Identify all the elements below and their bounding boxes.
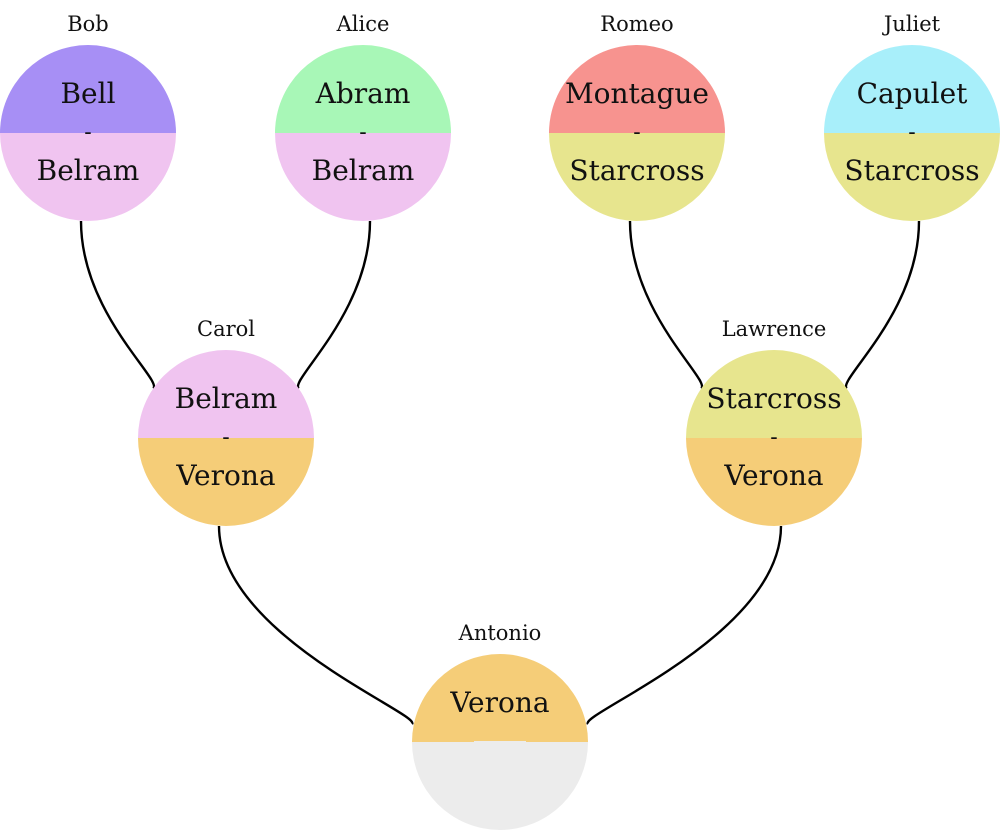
node-bob-bottom-half (0, 133, 176, 221)
node-alice-top-half (275, 45, 451, 133)
node-antonio-top-half (412, 654, 588, 742)
edge-bob-carol (79, 220, 156, 390)
node-carol-bottom-label: Verona (175, 459, 275, 492)
node-romeo-bottom-half (549, 133, 725, 221)
node-alice-bottom-label: Belram (312, 154, 415, 187)
node-alice-bottom-half (275, 133, 451, 221)
node-alice-top-label: Abram (315, 77, 411, 110)
node-romeo-bottom-label: Starcross (569, 154, 704, 187)
node-lawrence-top-label: Starcross (706, 382, 841, 415)
edge-romeo-lawrence (628, 220, 704, 390)
node-bob-separator: - (84, 120, 91, 145)
node-romeo-name: Romeo (600, 12, 673, 36)
node-lawrence-bottom-label: Verona (723, 459, 823, 492)
node-lawrence-top-half (686, 350, 862, 438)
edges-layer (79, 220, 921, 726)
node-lawrence-name: Lawrence (722, 317, 827, 341)
node-bob-top-label: Bell (60, 77, 115, 110)
node-alice-separator: - (359, 120, 366, 145)
node-antonio-bottom-half (412, 742, 588, 830)
node-bob-top-half (0, 45, 176, 133)
node-carol-bottom-half (138, 438, 314, 526)
node-juliet-name: Juliet (882, 12, 941, 36)
node-bob-bottom-label: Belram (37, 154, 140, 187)
node-lawrence-bottom-half (686, 438, 862, 526)
node-juliet-bottom-half (824, 133, 1000, 221)
node-juliet-top-label: Capulet (857, 77, 969, 110)
edge-lawrence-antonio (586, 525, 783, 726)
node-juliet-bottom-label: Starcross (844, 154, 979, 187)
edge-alice-carol (296, 220, 372, 390)
node-antonio-name: Antonio (458, 621, 542, 645)
node-romeo-top-label: Montague (565, 77, 709, 110)
node-carol-top-label: Belram (175, 382, 278, 415)
node-carol-name: Carol (197, 317, 255, 341)
node-romeo-separator: - (633, 120, 640, 145)
node-antonio-separator-mark (474, 741, 526, 744)
edge-carol-antonio (217, 525, 414, 726)
node-alice-name: Alice (336, 12, 390, 36)
node-carol-top-half (138, 350, 314, 438)
node-carol-separator: - (222, 425, 229, 450)
node-bob-name: Bob (67, 12, 109, 36)
edge-juliet-lawrence (844, 220, 921, 390)
node-juliet-top-half (824, 45, 1000, 133)
node-lawrence-separator: - (770, 425, 777, 450)
node-juliet-separator: - (908, 120, 915, 145)
node-romeo-top-half (549, 45, 725, 133)
node-antonio-top-label: Verona (449, 686, 549, 719)
